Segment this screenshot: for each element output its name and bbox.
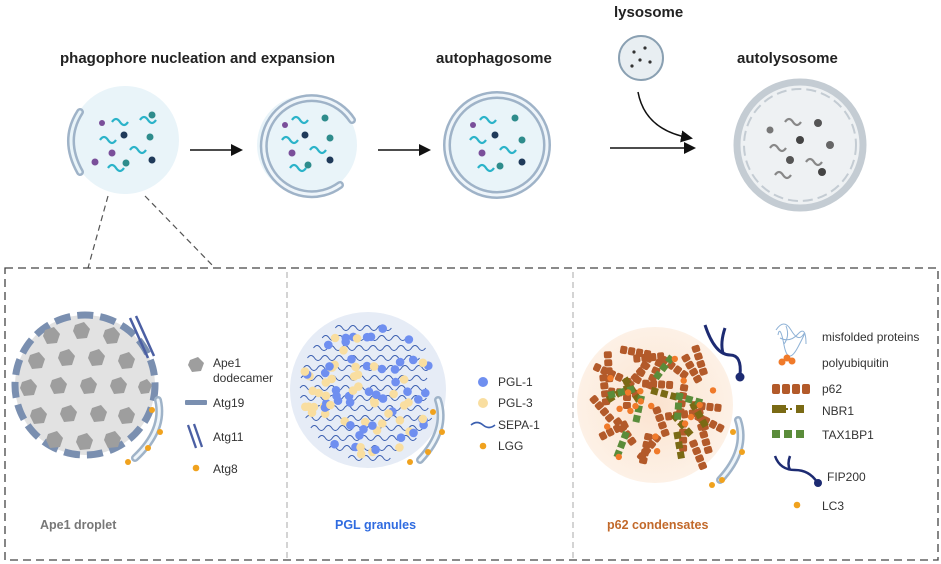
- lysosome-fusion-arrow: [637, 91, 693, 143]
- pgl-granule: [290, 312, 446, 468]
- phagophore-stage: [67, 86, 179, 194]
- legend-nbr1: NBR1: [822, 404, 855, 418]
- legend-ape1-dodecamer: Ape1 dodecamer: [213, 356, 274, 385]
- legend-pgl3: PGL-3: [498, 396, 533, 410]
- ape1-dodecamer-icon: [188, 357, 204, 372]
- autolysosome-stage: [733, 78, 867, 212]
- panel-title-pgl: PGL granules: [335, 518, 417, 532]
- legend-lc3: LC3: [822, 499, 845, 513]
- legend-tax1bp1: TAX1BP1: [822, 428, 874, 442]
- stage-title-nucleation: phagophore nucleation and expansion: [60, 50, 336, 67]
- panel-title-p62: p62 condensates: [607, 518, 709, 532]
- polyubiquitin-icon: [778, 354, 796, 366]
- lysosome: [618, 35, 664, 81]
- p62-icon: [772, 384, 810, 394]
- legend-atg11: Atg11: [213, 430, 244, 444]
- misfolded-proteins-icon: [775, 323, 807, 357]
- stage-title-autolysosome: autolysosome: [737, 50, 838, 67]
- phagophore-cargo: [91, 111, 157, 173]
- legend-p62: p62: [822, 382, 843, 396]
- fip200-icon: [773, 455, 822, 487]
- pgl3-icon: [478, 398, 488, 408]
- expanding-phagophore-stage: [257, 94, 357, 199]
- phagophore-vesicle: [71, 86, 179, 194]
- legend-polyubiquitin: polyubiquitin: [822, 356, 889, 370]
- legend-atg19: Atg19: [213, 396, 245, 410]
- legend-atg8: Atg8: [213, 462, 238, 476]
- atg8-icon: [192, 464, 200, 472]
- tax1bp1-icon: [772, 430, 804, 438]
- legend-sepa1: SEPA-1: [498, 418, 540, 432]
- ape1-droplet: [11, 311, 164, 465]
- nbr1-icon: [772, 405, 804, 413]
- lc3-icon: [793, 501, 801, 509]
- atg19-icon: [185, 400, 207, 405]
- atg11-icon: [186, 424, 198, 449]
- panel-title-ape1: Ape1 droplet: [40, 518, 117, 532]
- zoom-line-right: [144, 195, 216, 269]
- stage-title-lysosome: lysosome: [614, 4, 684, 21]
- legend-lgg: LGG: [498, 439, 524, 453]
- legend-misfolded-proteins: misfolded proteins: [822, 330, 920, 344]
- legend-fip200: FIP200: [827, 470, 866, 484]
- autophagosome-stage: [443, 91, 551, 199]
- detail-box: [4, 267, 939, 561]
- lgg-icon: [479, 442, 487, 450]
- stage-title-autophagosome: autophagosome: [436, 50, 552, 67]
- pgl1-icon: [478, 377, 488, 387]
- p62-condensate: [577, 327, 733, 483]
- legend-pgl1: PGL-1: [498, 375, 533, 389]
- zoom-line-left: [87, 195, 109, 269]
- sepa1-icon: [470, 421, 496, 429]
